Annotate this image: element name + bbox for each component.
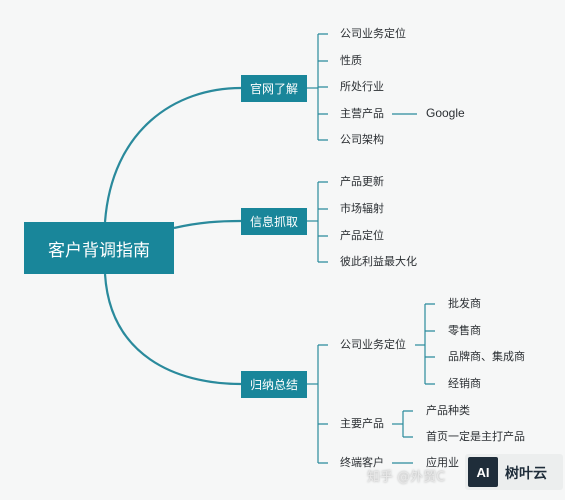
- leaf-google: Google: [426, 106, 465, 120]
- leaf-retailer: 零售商: [448, 324, 481, 337]
- ai-badge-icon: AI: [468, 457, 498, 487]
- connector-root-to-b1: [103, 86, 242, 223]
- logo-name: 树叶云: [505, 466, 547, 482]
- leaf-main-products-2: 主要产品: [340, 417, 384, 430]
- leaf-company-structure: 公司架构: [340, 133, 384, 146]
- connector-root-to-b3: [103, 273, 242, 386]
- leaf-product-update: 产品更新: [340, 175, 384, 188]
- leaf-main-products: 主营产品: [340, 107, 384, 120]
- leaf-homepage-main-product: 首页一定是主打产品: [426, 430, 525, 443]
- leaf-end-customer: 终端客户: [340, 456, 384, 469]
- connector-root-to-b2: [173, 219, 242, 230]
- leaf-business-positioning-2: 公司业务定位: [340, 338, 406, 351]
- watermark-text: 知乎 @外贸C: [367, 470, 446, 485]
- leaf-industry: 所处行业: [340, 80, 384, 93]
- leaf-mutual-benefit: 彼此利益最大化: [340, 255, 417, 268]
- leaf-brand-integrator: 品牌商、集成商: [448, 350, 525, 363]
- leaf-application: 应用业: [426, 456, 459, 469]
- leaf-wholesaler: 批发商: [448, 297, 481, 310]
- branch-node-info-capture: 信息抓取: [241, 208, 307, 235]
- branch-node-summary: 归纳总结: [241, 371, 307, 398]
- leaf-product-types: 产品种类: [426, 404, 470, 417]
- leaf-business-positioning: 公司业务定位: [340, 27, 406, 40]
- leaf-market-reach: 市场辐射: [340, 202, 384, 215]
- leaf-distributor: 经销商: [448, 377, 481, 390]
- leaf-nature: 性质: [340, 54, 362, 67]
- root-node: 客户背调指南: [24, 222, 174, 274]
- branch-node-website: 官网了解: [241, 75, 307, 102]
- watermark-logo: AI 树叶云: [465, 454, 563, 490]
- leaf-product-positioning: 产品定位: [340, 229, 384, 242]
